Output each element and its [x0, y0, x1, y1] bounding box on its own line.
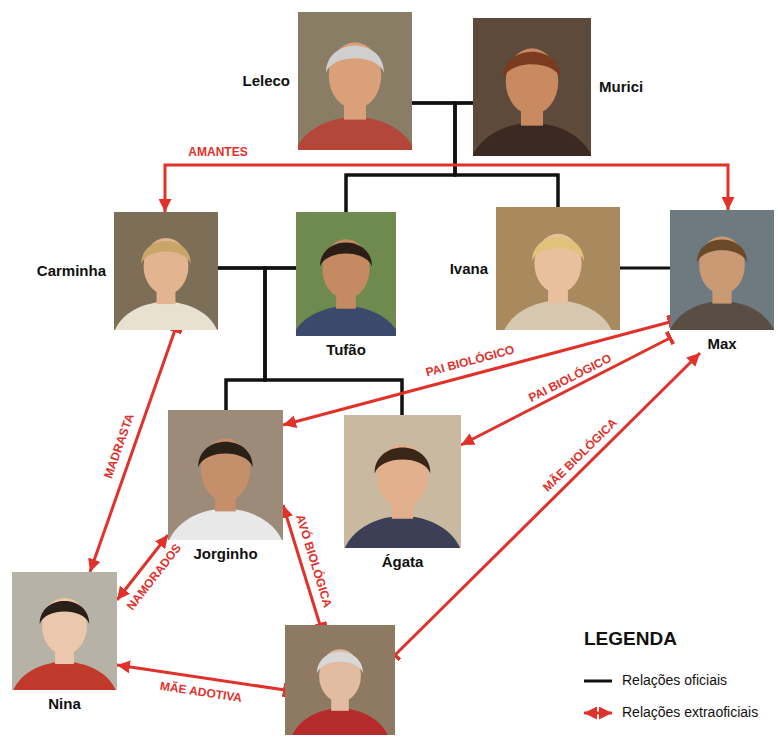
person-node: Ivana — [450, 207, 620, 330]
portrait-photo — [473, 18, 591, 156]
relation-label: NAMORADOS — [122, 539, 186, 615]
person-name: Max — [707, 335, 736, 353]
person-node: Ágata — [344, 415, 461, 571]
portrait-photo — [344, 415, 461, 548]
unofficial-relation-arrow — [283, 322, 670, 425]
portrait-photo — [285, 625, 395, 735]
person-node — [285, 625, 395, 735]
person-node: Nina — [12, 572, 117, 713]
person-name: Ivana — [450, 260, 488, 278]
legend-title: LEGENDA — [584, 628, 677, 650]
person-node: Tufão — [296, 212, 396, 359]
relation-label: AMANTES — [185, 145, 250, 159]
person-name: Nina — [48, 695, 81, 713]
legend-arrow-sample — [584, 712, 612, 715]
portrait-photo — [114, 212, 218, 330]
person-node: Carminha — [37, 212, 218, 330]
legend-line-sample — [584, 680, 612, 683]
person-node: Jorginho — [168, 410, 283, 563]
official-relation-line — [620, 267, 670, 270]
unofficial-relation-arrow — [90, 330, 175, 572]
person-node: Max — [670, 210, 774, 353]
legend-text: Relações oficiais — [622, 672, 727, 688]
portrait-photo — [496, 207, 620, 330]
portrait-photo — [296, 212, 396, 336]
person-name: Jorginho — [193, 545, 257, 563]
person-name: Tufão — [326, 341, 366, 359]
person-name: Murici — [599, 78, 643, 96]
person-node: Murici — [473, 18, 643, 156]
person-node: Leleco — [242, 12, 412, 150]
relation-label: MÃE BIOLÓGICA — [538, 414, 622, 497]
portrait-photo — [298, 12, 412, 150]
legend-text: Relações extraoficiais — [622, 704, 758, 720]
relation-label: MADRASTA — [100, 409, 138, 483]
portrait-photo — [670, 210, 774, 330]
person-name: Ágata — [382, 553, 424, 571]
official-relation-line — [226, 268, 296, 410]
person-name: Carminha — [37, 262, 106, 280]
person-name: Leleco — [242, 72, 290, 90]
unofficial-relation-arrow — [165, 165, 728, 212]
portrait-photo — [12, 572, 117, 690]
portrait-photo — [168, 410, 283, 540]
